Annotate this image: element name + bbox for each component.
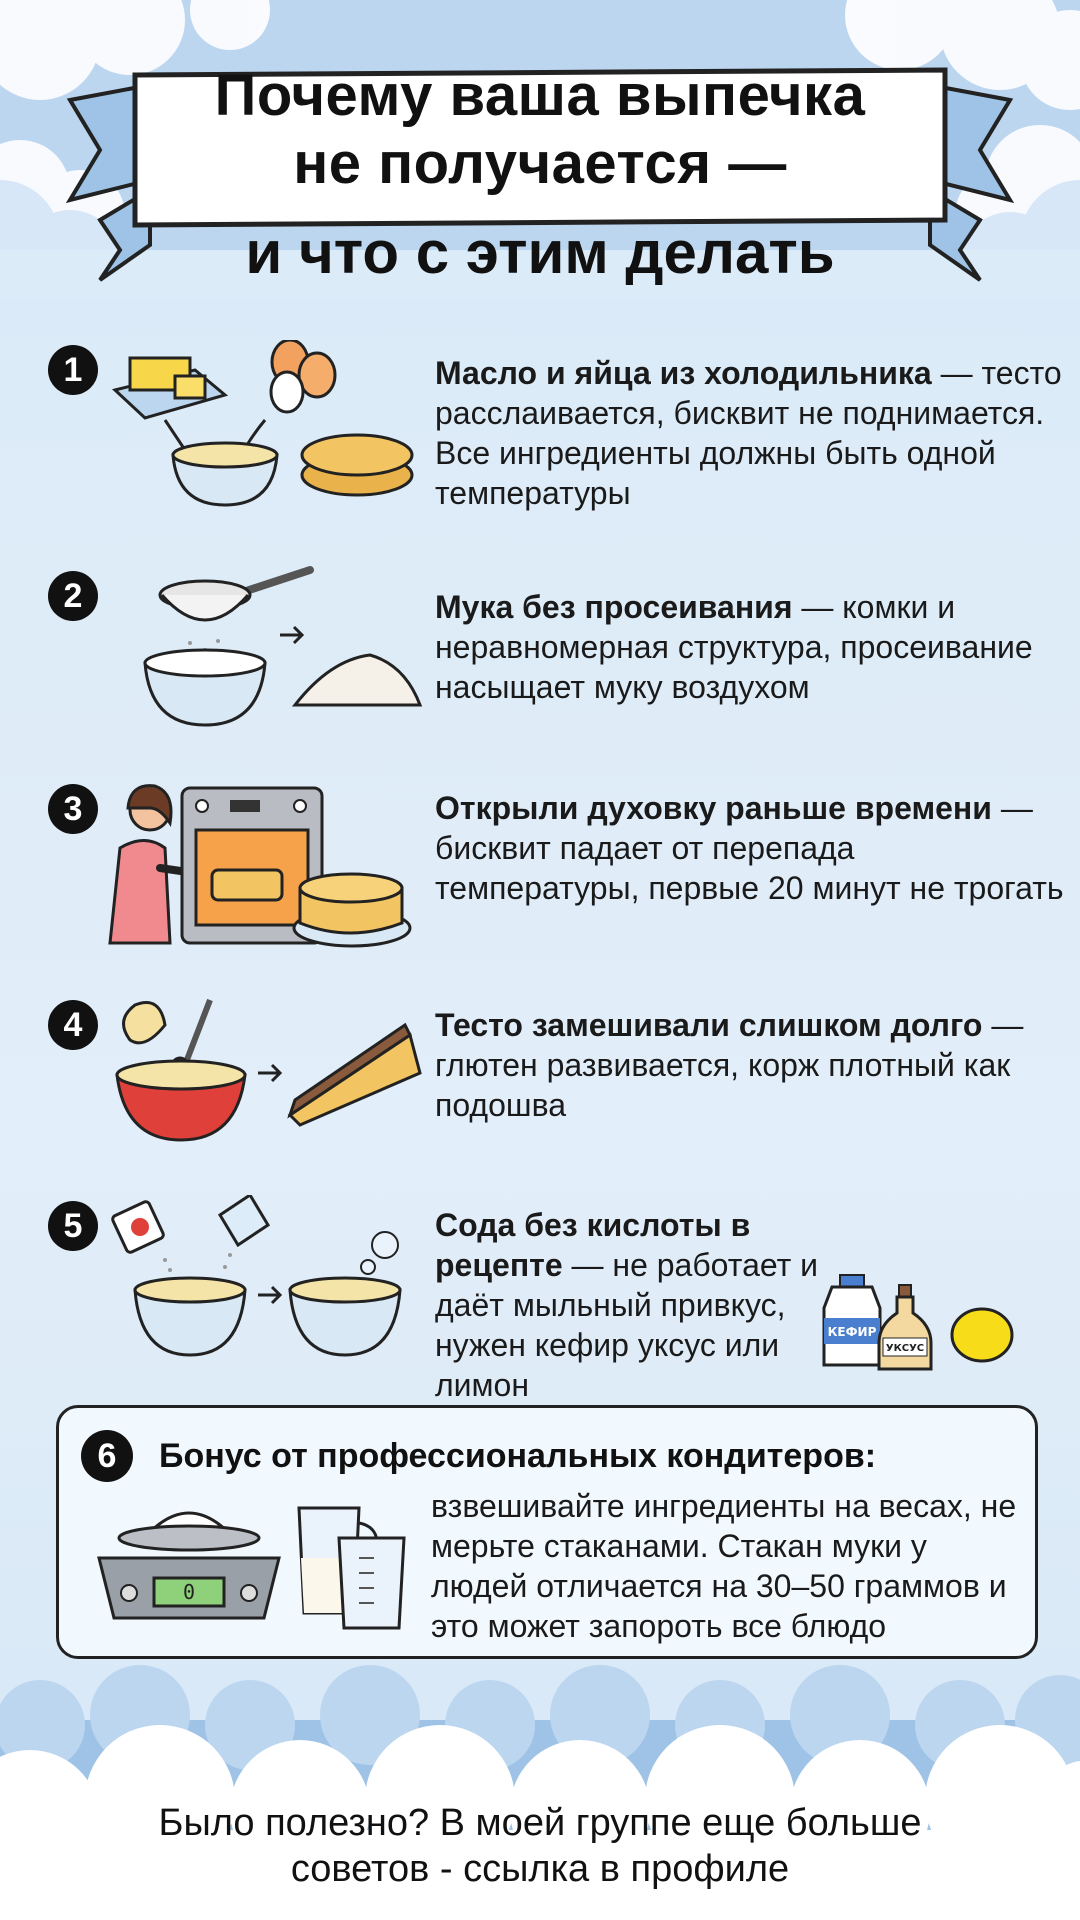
tip-number: 5 (48, 1201, 98, 1251)
title-line-2: не получается — (293, 131, 787, 196)
bonus-text: взвешивайте ингредиенты на весах, не мер… (431, 1488, 1017, 1644)
tip-number: 4 (48, 1000, 98, 1050)
tip-text: Мука без просеивания — комки и неравноме… (435, 587, 1065, 707)
tip-heading: Сода без кислоты в рецепте (435, 1207, 751, 1283)
tip-body: — не работает и даёт мыльный привкус, ну… (435, 1247, 819, 1403)
footer-line-2: советов - ссылка в профиле (290, 1848, 790, 1890)
scale-display: 0 (183, 1580, 195, 1604)
tip-5: 5 Сода без кислоты в рецепте — не работа… (0, 1195, 1080, 1403)
butter-eggs-illustration (111, 340, 414, 507)
tip-body: — глютен развивается, корж плотный как п… (435, 1007, 1024, 1123)
tip-text: Открыли духовку раньше времени — бисквит… (435, 788, 1065, 908)
kefir-label: КЕФИР (828, 1325, 877, 1339)
flour-sieve-illustration (143, 566, 423, 727)
kefir-bottle-icon: КЕФИР (822, 1274, 882, 1367)
bonus-box: 6 Бонус от профессиональных кондитеров: … (56, 1405, 1038, 1659)
tip-text: Тесто замешивали слишком долго — глютен … (435, 1005, 1065, 1125)
vinegar-bottle-icon: УКСУС (877, 1284, 933, 1371)
tip-heading: Мука без просеивания (435, 589, 793, 625)
soda-mix-illustration (111, 1195, 402, 1357)
footer-cta: Было полезно? В моей группе еще больше с… (40, 1800, 1040, 1892)
title-line-1: Почему ваша выпечка (214, 63, 866, 128)
page-title: Почему ваша выпечка не получается — (140, 62, 940, 198)
dough-mixing-illustration (115, 998, 422, 1142)
tip-3: 3 Открыли духовку раньше времени — бискв… (0, 778, 1080, 958)
vinegar-label: УКСУС (886, 1343, 924, 1354)
kitchen-scale-illustration: 0 (97, 1506, 406, 1630)
tip-number: 2 (48, 571, 98, 621)
tip-heading: Открыли духовку раньше времени (435, 790, 992, 826)
tip-number: 3 (48, 784, 98, 834)
title-banner (65, 67, 1015, 282)
oven-illustration (108, 784, 412, 948)
tip-number: 1 (48, 345, 98, 395)
tip-body: — тесто расслаивается, бисквит не подним… (435, 355, 1062, 511)
tip-4: 4 Тесто замешивали слишком долго — глюте… (0, 995, 1080, 1145)
tip-body: — бисквит падает от перепада температуры… (435, 790, 1064, 906)
tip-text: Масло и яйца из холодильника — тесто рас… (435, 353, 1065, 513)
tip-heading: Тесто замешивали слишком долго (435, 1007, 983, 1043)
bonus-title: Бонус от профессиональных кондитеров: (159, 1437, 877, 1475)
tip-text: Сода без кислоты в рецепте — не работает… (435, 1205, 855, 1405)
bonus-number: 6 (81, 1430, 133, 1482)
tip-body: — комки и неравномерная структура, просе… (435, 589, 1033, 705)
tip-1: 1 Масло и яйца из холодильника — тесто р… (0, 340, 1080, 515)
page-subtitle: и что с этим делать (245, 219, 835, 286)
footer-line-1: Было полезно? В моей группе еще больше (158, 1802, 922, 1844)
tip-heading: Масло и яйца из холодильника (435, 355, 932, 391)
tip-2: 2 Мука без просеивания — комки и неравно… (0, 565, 1080, 735)
bottom-clouds (0, 1665, 1080, 1920)
lemon-icon (950, 1307, 1014, 1363)
